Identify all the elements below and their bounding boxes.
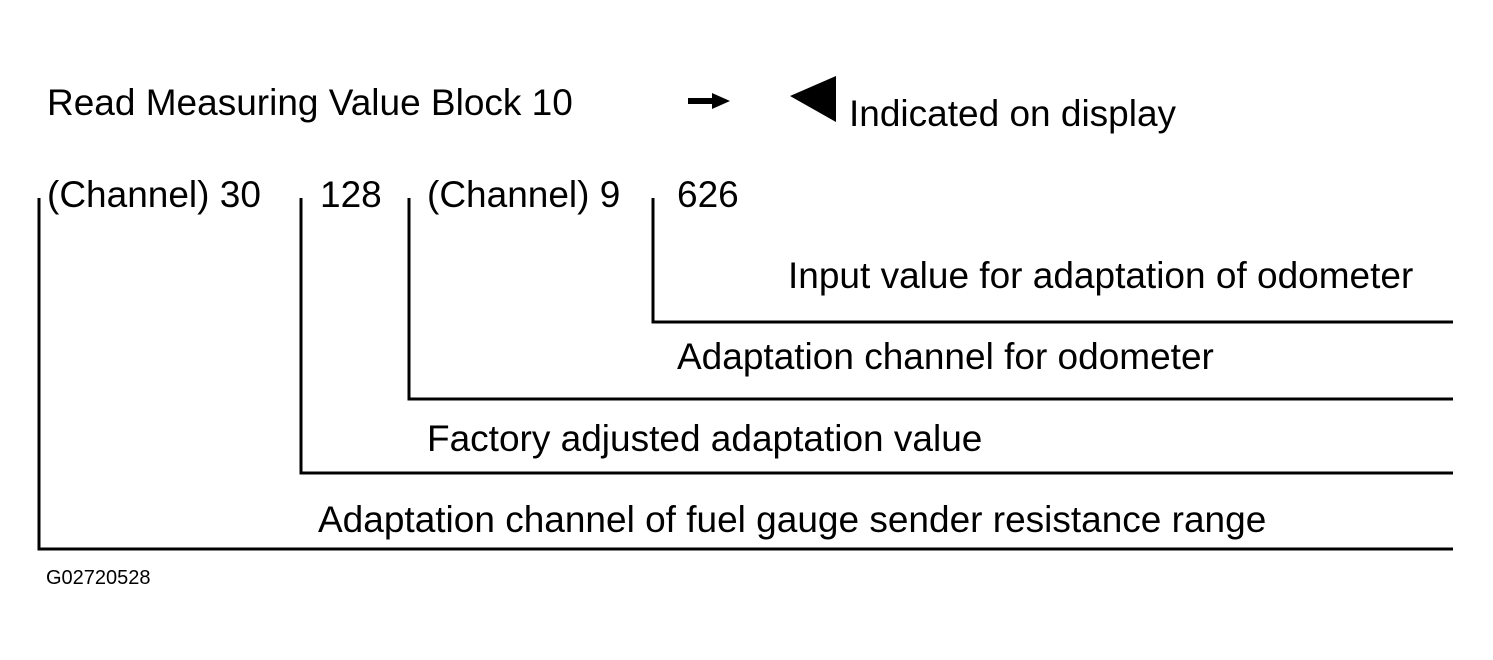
bracket-line-d2 [299,198,1453,475]
bracket-line-d1 [37,198,1453,551]
description-odometer-channel: Adaptation channel for odometer [677,336,1214,377]
bracket-line-d3 [407,198,1453,401]
bracket-line-d4 [651,198,1453,324]
value-channel-9: (Channel) 9 [427,174,621,215]
value-channel-30: (Channel) 30 [47,174,261,215]
value-128: 128 [320,174,382,215]
figure-id: G02720528 [46,567,151,589]
description-odometer-input: Input value for adaptation of odometer [788,255,1414,296]
description-fuel-gauge-channel: Adaptation channel of fuel gauge sender … [318,499,1267,540]
display-legend-label: Indicated on display [849,93,1177,134]
value-626: 626 [677,174,739,215]
description-factory-value: Factory adjusted adaptation value [427,418,983,459]
diagram-title: Read Measuring Value Block 10 [47,82,573,123]
